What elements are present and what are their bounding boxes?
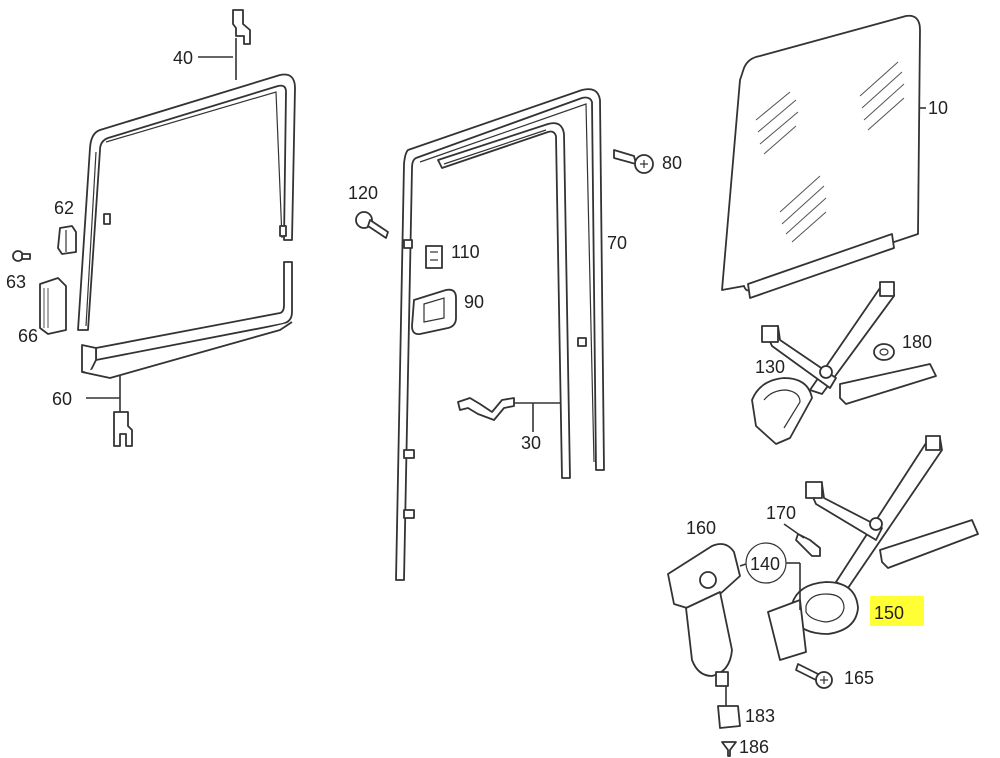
grommet-part-180: [873, 343, 895, 361]
leader-line-140-left: [739, 563, 747, 567]
leader-line-170: [783, 523, 805, 539]
screw-part-63: [12, 250, 31, 262]
callout-80: 80: [662, 153, 682, 173]
callout-160: 160: [686, 518, 716, 538]
connector-part-183: [717, 705, 741, 729]
strip-part-66: [39, 277, 67, 335]
callout-40: 40: [173, 48, 193, 68]
callout-180: 180: [902, 332, 932, 352]
callout-90: 90: [464, 292, 484, 312]
callout-150-highlight: [870, 596, 924, 626]
callout-70: 70: [607, 233, 627, 253]
callout-66: 66: [18, 326, 38, 346]
callout-10: 10: [928, 98, 948, 118]
bolt-part-80: [613, 149, 654, 174]
callout-63: 63: [6, 272, 26, 292]
screw-part-120: [355, 211, 389, 239]
window-seal-frame: [77, 73, 296, 379]
callout-165: 165: [844, 668, 874, 688]
screw-part-165: [795, 663, 833, 689]
callout-130: 130: [755, 357, 785, 377]
callout-183: 183: [745, 706, 775, 726]
bracket-part-60: [113, 411, 133, 447]
window-glass: [721, 14, 921, 299]
callout-60: 60: [52, 389, 72, 409]
terminal-part-186: [721, 741, 737, 757]
clip-part-110: [425, 245, 443, 269]
glass-reflection-marks: [755, 61, 905, 243]
callout-120: 120: [348, 183, 378, 203]
callout-170: 170: [766, 503, 796, 523]
callout-110: 110: [451, 242, 480, 262]
callout-140: 140: [750, 554, 780, 574]
handle-part-90: [411, 288, 457, 335]
pin-part-170: [795, 533, 821, 557]
clip-part-62: [57, 225, 77, 255]
callout-30: 30: [521, 433, 541, 453]
motor-part-160: [667, 543, 741, 687]
callout-186: 186: [739, 737, 769, 757]
window-regulator-part-130: [751, 281, 937, 445]
clip-part-40: [232, 9, 251, 45]
callout-150: 150: [874, 603, 904, 623]
callout-62: 62: [54, 198, 74, 218]
guide-rail-assembly: [395, 88, 605, 581]
window-regulator-part-150: [767, 435, 979, 661]
cable-part-30: [457, 397, 515, 421]
